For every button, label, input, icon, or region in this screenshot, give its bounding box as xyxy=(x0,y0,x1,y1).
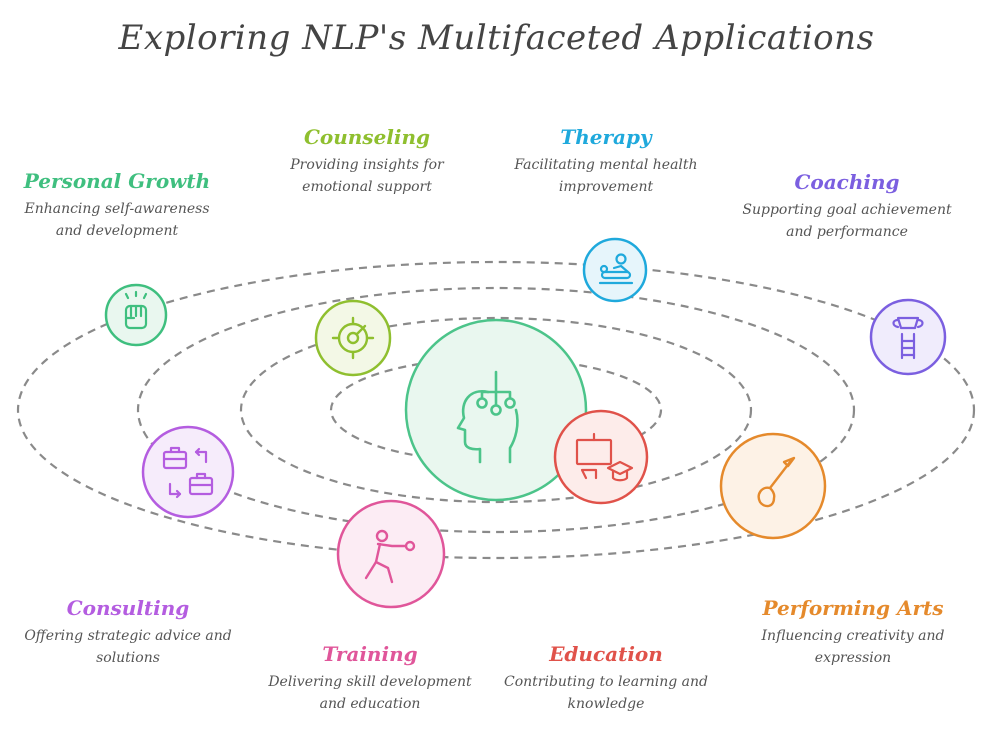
massage-icon xyxy=(598,253,634,285)
label-consulting: Consulting Offering strategic advice and… xyxy=(8,595,248,669)
therapy-heading: Therapy xyxy=(560,125,652,149)
performing-arts-description: Influencing creativity and expression xyxy=(761,628,945,666)
personal-growth-description: Enhancing self-awareness and development xyxy=(24,201,210,239)
briefcase-exchange-icon xyxy=(162,446,214,499)
label-therapy: Therapy Facilitating mental health impro… xyxy=(486,124,726,198)
paintbrush-icon xyxy=(757,456,796,508)
node-counseling xyxy=(314,299,392,377)
therapy-description: Facilitating mental health improvement xyxy=(514,157,698,195)
consulting-heading: Consulting xyxy=(66,596,190,620)
page-title: Exploring NLP's Multifaceted Application… xyxy=(118,18,875,58)
label-coaching: Coaching Supporting goal achievement and… xyxy=(727,169,967,243)
counseling-heading: Counseling xyxy=(303,125,431,149)
training-description: Delivering skill development and educati… xyxy=(268,674,472,712)
orbit-4 xyxy=(16,260,976,560)
raised-fist-icon xyxy=(124,290,148,330)
training-heading: Training xyxy=(322,642,418,666)
node-training xyxy=(336,499,446,609)
coaching-heading: Coaching xyxy=(794,170,900,194)
trophy-ladder-icon xyxy=(892,316,924,360)
center-node xyxy=(404,318,588,502)
node-therapy xyxy=(582,237,648,303)
classroom-icon xyxy=(575,432,634,482)
target-icon xyxy=(331,316,375,360)
performing-arts-heading: Performing Arts xyxy=(762,596,944,620)
node-coaching xyxy=(869,298,947,376)
coaching-description: Supporting goal achievement and performa… xyxy=(742,202,952,240)
personal-growth-heading: Personal Growth xyxy=(23,169,211,193)
label-counseling: Counseling Providing insights for emotio… xyxy=(247,124,487,198)
label-training: Training Delivering skill development an… xyxy=(250,641,490,715)
counseling-description: Providing insights for emotional support xyxy=(290,157,444,195)
education-description: Contributing to learning and knowledge xyxy=(503,674,709,712)
education-heading: Education xyxy=(549,642,663,666)
boxer-icon xyxy=(364,529,416,584)
orbit-3 xyxy=(136,286,856,534)
orbit-2 xyxy=(239,316,753,504)
consulting-description: Offering strategic advice and solutions xyxy=(24,628,232,666)
node-performing-arts xyxy=(719,432,827,540)
node-consulting xyxy=(141,425,235,519)
label-education: Education Contributing to learning and k… xyxy=(486,641,726,715)
head-network-icon xyxy=(456,370,519,464)
node-personal-growth xyxy=(104,283,168,347)
node-education xyxy=(553,409,649,505)
label-performing-arts: Performing Arts Influencing creativity a… xyxy=(733,595,973,669)
label-personal-growth: Personal Growth Enhancing self-awareness… xyxy=(0,168,237,242)
